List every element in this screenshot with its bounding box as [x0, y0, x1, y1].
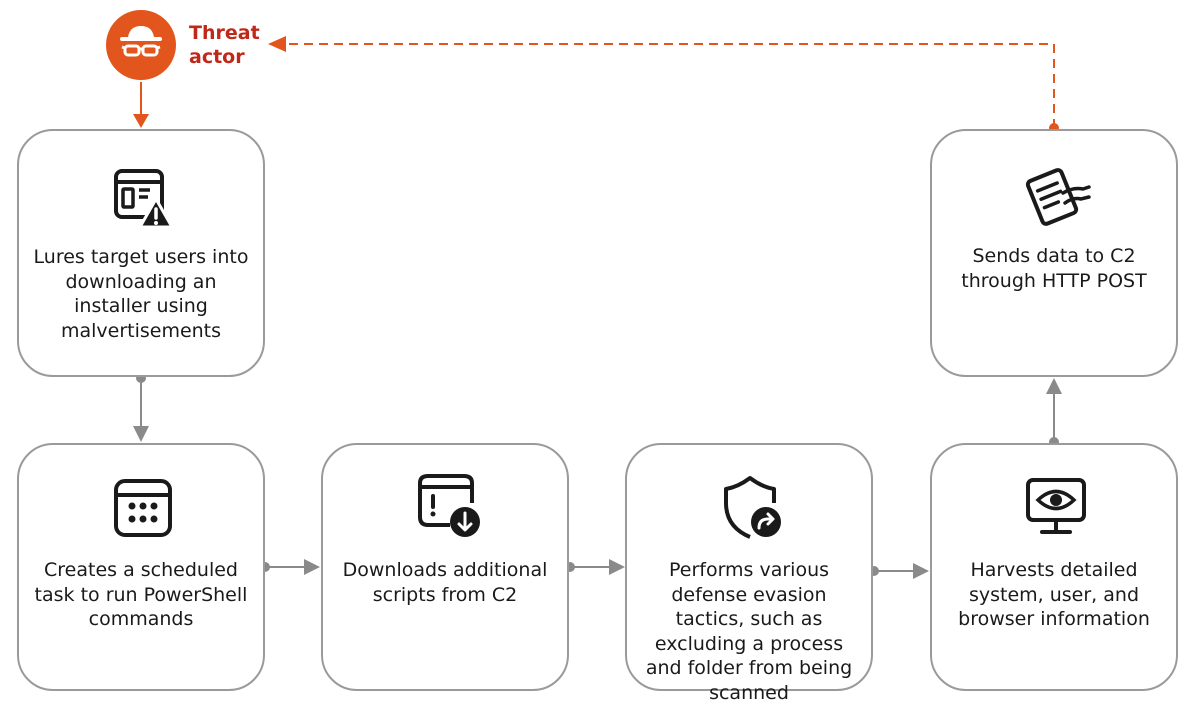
- threat-actor-label: Threat actor: [189, 22, 260, 68]
- connector-lure-to-task: [133, 373, 149, 442]
- step-lure: Lures target users into downloading an i…: [17, 129, 265, 377]
- connector-task-to-download: [260, 559, 320, 575]
- exfiltration-arrow: [268, 36, 1059, 133]
- connector-download-to-evasion: [565, 559, 625, 575]
- step-defense-evasion: Performs various defense evasion tactics…: [625, 443, 873, 704]
- step-scheduled-task: Creates a scheduled task to run PowerShe…: [17, 443, 265, 691]
- monitor-eye-icon: [1025, 477, 1087, 539]
- step-label: Lures target users into downloading an i…: [33, 246, 249, 342]
- step-send-data: Sends data to C2 through HTTP POST: [930, 129, 1178, 377]
- connector-evasion-to-harvest: [869, 563, 929, 579]
- connector-actor-to-lure: [133, 82, 149, 128]
- step-label: Downloads additional scripts from C2: [342, 559, 548, 606]
- connector-harvest-to-send: [1046, 378, 1062, 447]
- step-harvest: Harvests detailed system, user, and brow…: [930, 443, 1178, 691]
- step-label: Creates a scheduled task to run PowerShe…: [34, 559, 248, 630]
- documents-send-icon: [1025, 165, 1091, 227]
- step-label: Harvests detailed system, user, and brow…: [958, 559, 1150, 630]
- threat-actor-icon: [106, 10, 176, 80]
- shield-redirect-icon: [720, 475, 782, 539]
- step-label: Sends data to C2 through HTTP POST: [961, 245, 1147, 292]
- calendar-icon: [112, 477, 174, 539]
- step-label: Performs various defense evasion tactics…: [645, 559, 853, 704]
- download-window-icon: [416, 473, 480, 537]
- malvertisement-window-icon: [112, 167, 174, 229]
- step-download-scripts: Downloads additional scripts from C2: [321, 443, 569, 691]
